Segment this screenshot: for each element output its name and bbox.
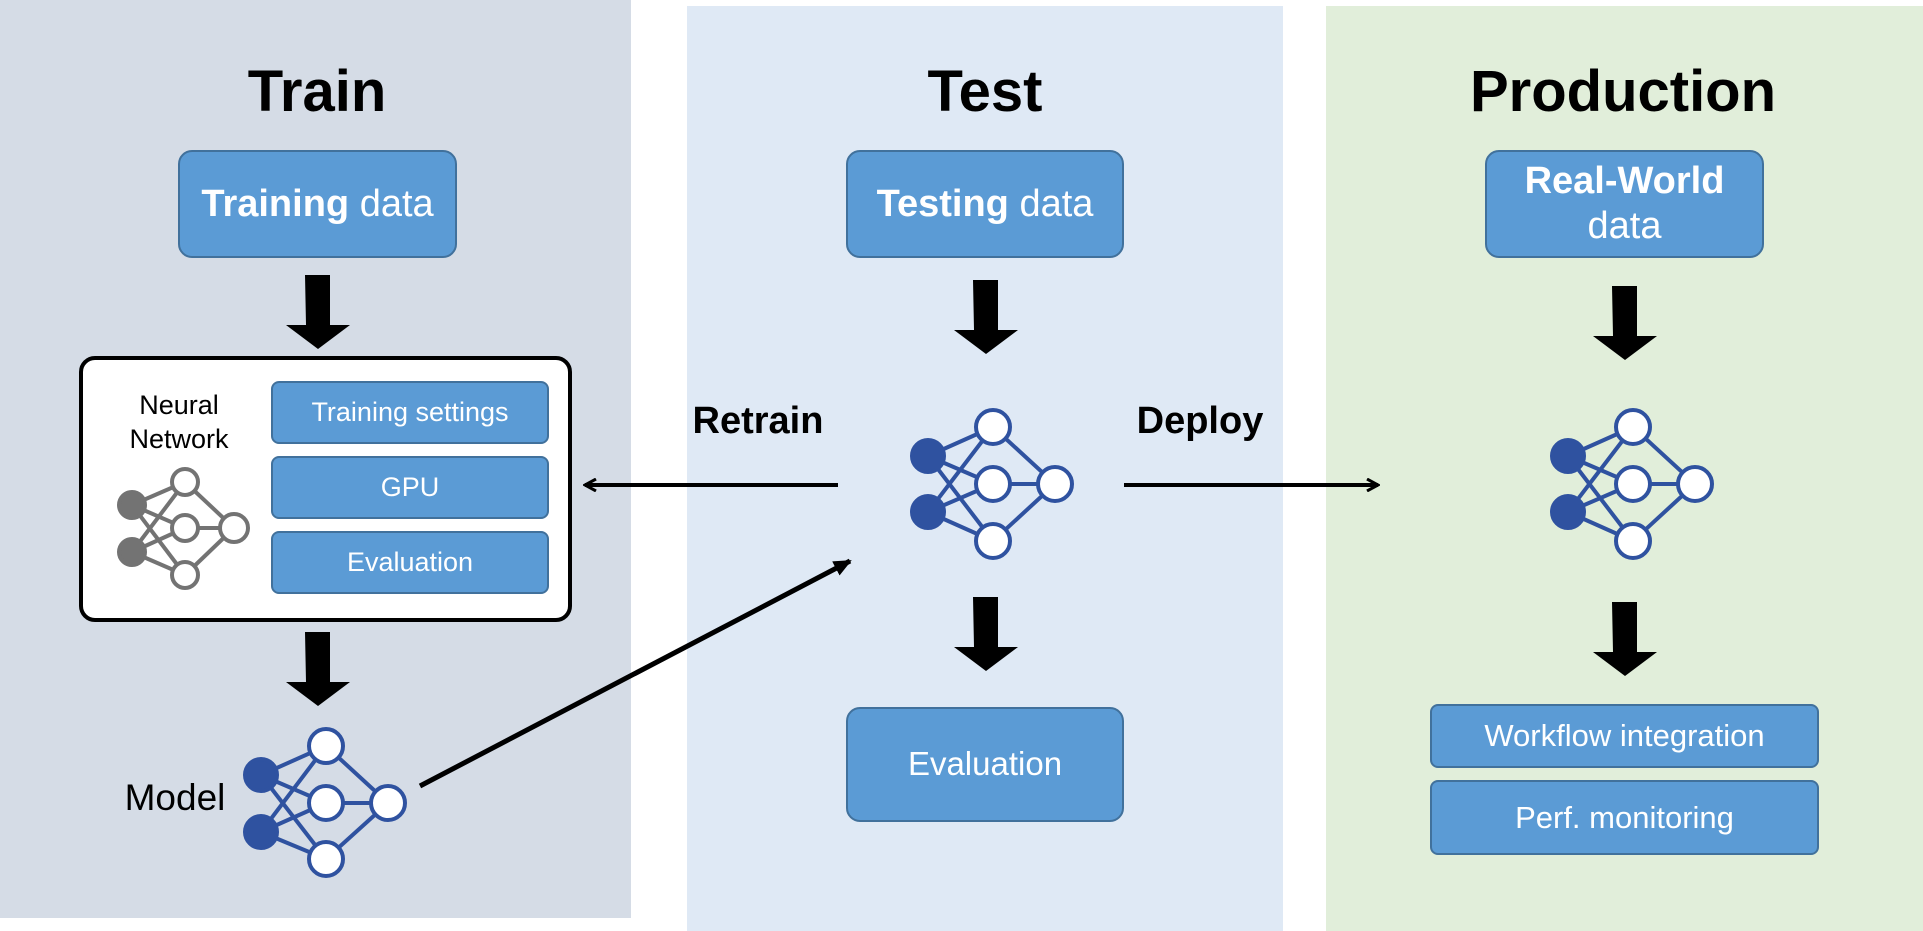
neural-network-label: Neural Network — [104, 388, 254, 456]
model-label: Model — [124, 777, 226, 818]
workflow-integration-box: Workflow integration — [1430, 704, 1819, 768]
down-arrow-train-data — [286, 275, 350, 349]
performance-monitoring-box: Perf. monitoring — [1430, 780, 1819, 855]
down-arrow-test-eval — [954, 597, 1018, 671]
testing-data-box: Testing data — [846, 150, 1124, 258]
test-network-icon — [910, 408, 1074, 560]
test-title: Test — [927, 59, 1043, 124]
retrain-label: Retrain — [692, 400, 824, 442]
deploy-label: Deploy — [1136, 400, 1264, 442]
down-arrow-prod-steps — [1593, 602, 1657, 676]
real-world-data-box: Real-World data — [1485, 150, 1764, 258]
gpu-box: GPU — [271, 456, 549, 519]
model-to-test-arrow — [418, 558, 852, 789]
real-world-data-rest: data — [1587, 205, 1662, 247]
down-arrow-prod-data — [1593, 286, 1657, 360]
neural-network-label-line1: Neural — [139, 390, 219, 420]
production-network-icon — [1550, 408, 1714, 560]
down-arrow-test-data — [954, 280, 1018, 354]
testing-data-rest: data — [1019, 182, 1094, 225]
real-world-data-bold: Real-World — [1524, 160, 1725, 203]
down-arrow-train-model — [286, 632, 350, 706]
neural-network-icon-gray — [117, 467, 250, 590]
training-data-bold: Training — [201, 182, 350, 225]
train-evaluation-box: Evaluation — [271, 531, 549, 594]
training-data-rest: data — [359, 182, 434, 225]
model-network-icon — [243, 727, 407, 878]
production-title: Production — [1469, 59, 1777, 124]
training-data-box: Training data — [178, 150, 457, 258]
test-evaluation-box: Evaluation — [846, 707, 1124, 822]
neural-network-label-line2: Network — [129, 424, 229, 454]
training-settings-box: Training settings — [271, 381, 549, 444]
testing-data-bold: Testing — [876, 182, 1009, 225]
train-title: Train — [247, 59, 387, 124]
